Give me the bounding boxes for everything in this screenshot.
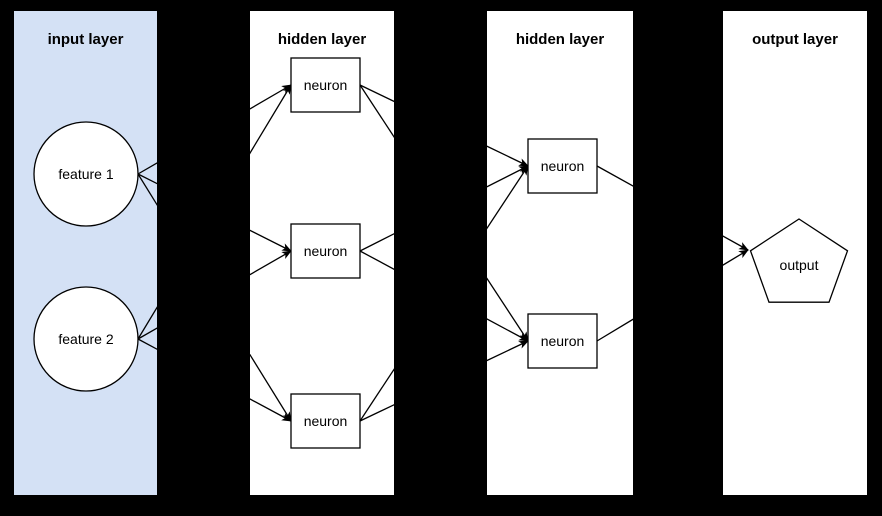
layer-inner-graphics (723, 218, 849, 303)
connection-hidden1-neuron-1-to-hidden2-neuron-2 (359, 84, 394, 138)
layer-inner-graphics (250, 57, 394, 449)
connection-hidden1-neuron-2-to-hidden2-neuron-1 (359, 233, 394, 252)
hidden2-neuron-1[interactable] (527, 138, 598, 194)
layer-inner-graphics (33, 121, 157, 392)
connection-feature-2-to-hidden1-neuron-3 (250, 398, 292, 422)
connection-hidden1-neuron-3-to-hidden2-neuron-1 (359, 368, 394, 422)
connection-feature-2-to-hidden1-neuron-2 (137, 327, 157, 340)
hidden-layer-1-title: hidden layer (277, 31, 367, 48)
connection-hidden1-neuron-1-to-hidden2-neuron-2 (487, 277, 529, 342)
connection-hidden1-neuron-1-to-hidden2-neuron-1 (359, 84, 394, 103)
connection-hidden1-neuron-1-to-hidden2-neuron-1 (487, 145, 529, 167)
connection-hidden1-neuron-3-to-hidden2-neuron-1 (487, 165, 529, 230)
layer-inner-graphics (487, 138, 633, 369)
hidden1-neuron-1[interactable] (290, 57, 361, 113)
connection-hidden1-neuron-3-to-hidden2-neuron-2 (359, 404, 394, 422)
connection-feature-1-to-hidden1-neuron-3 (137, 173, 157, 206)
feature-2[interactable] (33, 286, 139, 392)
output-node[interactable] (749, 218, 849, 303)
hidden2-neuron-2[interactable] (527, 313, 598, 369)
connection-hidden2-neuron-1-to-output-node (596, 165, 633, 187)
connection-hidden2-neuron-2-to-output-node (723, 249, 749, 266)
connection-hidden2-neuron-2-to-output-node (596, 318, 633, 342)
output-layer-title: output layer (752, 31, 838, 48)
hidden1-neuron-2[interactable] (290, 223, 361, 279)
feature-1[interactable] (33, 121, 139, 227)
connection-hidden1-neuron-2-to-hidden2-neuron-2 (487, 318, 529, 342)
hidden1-neuron-3[interactable] (290, 393, 361, 449)
connection-hidden2-neuron-1-to-output-node (723, 235, 749, 251)
connection-feature-2-to-hidden1-neuron-2 (250, 250, 292, 276)
connection-feature-1-to-hidden1-neuron-1 (250, 84, 292, 110)
connection-feature-1-to-hidden1-neuron-2 (250, 229, 292, 252)
connection-hidden1-neuron-2-to-hidden2-neuron-1 (487, 165, 529, 188)
connection-feature-2-to-hidden1-neuron-3 (137, 338, 157, 350)
connection-feature-1-to-hidden1-neuron-3 (250, 353, 292, 422)
input-layer-title: input layer (47, 31, 124, 48)
hidden-layer-2-title: hidden layer (515, 31, 605, 48)
connection-hidden1-neuron-3-to-hidden2-neuron-2 (487, 340, 529, 362)
connection-hidden1-neuron-2-to-hidden2-neuron-2 (359, 250, 394, 270)
connection-feature-2-to-hidden1-neuron-1 (250, 84, 292, 155)
connection-feature-2-to-hidden1-neuron-1 (137, 306, 157, 340)
connection-feature-1-to-hidden1-neuron-1 (137, 162, 157, 175)
connection-feature-1-to-hidden1-neuron-2 (137, 173, 157, 185)
